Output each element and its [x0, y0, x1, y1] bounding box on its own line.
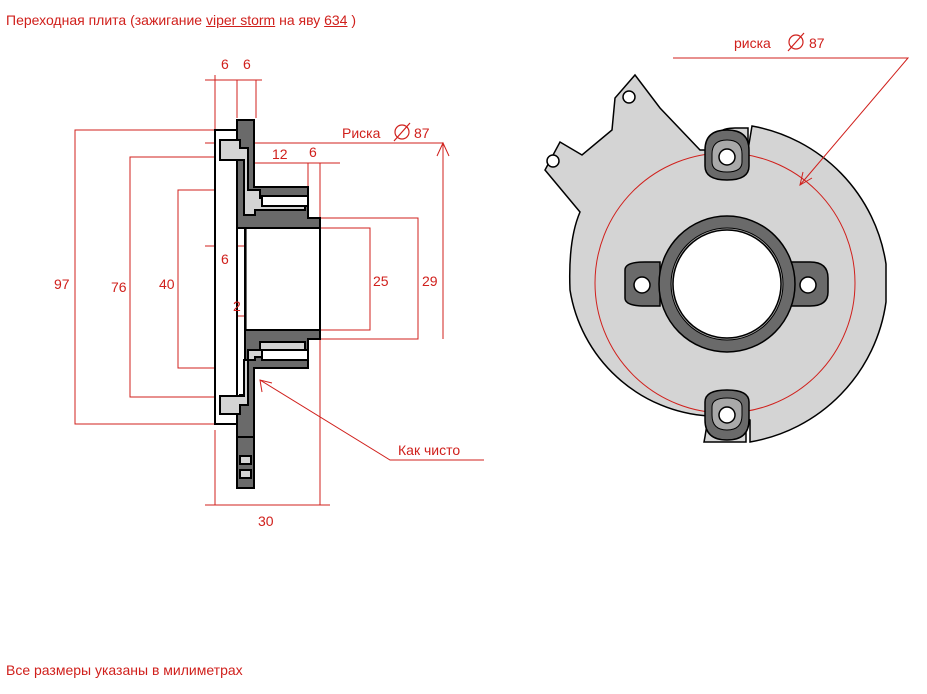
- dim-30: 30: [258, 513, 274, 529]
- page-title: Переходная плита (зажигание viper storm …: [6, 12, 356, 28]
- title-suffix: ): [347, 12, 357, 28]
- title-prefix: Переходная плита (зажигание: [6, 12, 206, 28]
- ear-hole-left: [546, 154, 560, 168]
- upper-slot: [261, 195, 309, 207]
- dim-97: 97: [54, 276, 70, 292]
- dim-top-left: 6: [221, 56, 229, 72]
- title-model: 634: [324, 12, 348, 28]
- dim-6-right: 6: [309, 144, 317, 160]
- part-section: [214, 119, 321, 489]
- diameter-icon: [393, 122, 411, 142]
- bottom-stub-slot-a: [239, 455, 252, 465]
- footer-note: Все размеры указаны в милиметрах: [6, 662, 243, 678]
- lower-slot: [261, 349, 309, 361]
- left-mount-ear: [624, 261, 661, 307]
- hub-bore: [672, 229, 782, 339]
- top-bolt-boss: [704, 129, 750, 181]
- dim-6-mid: 6: [221, 251, 229, 267]
- bottom-stub-slot-b: [239, 469, 252, 479]
- dim-40: 40: [159, 276, 175, 292]
- plan-view: риска 87: [544, 32, 910, 443]
- left-strip: [214, 129, 238, 425]
- dim-29: 29: [422, 273, 438, 289]
- title-brand: viper storm: [205, 12, 276, 28]
- risk-label-section: Риска: [342, 125, 381, 141]
- risk-value-plan: 87: [809, 35, 825, 51]
- clean-label: Как чисто: [398, 442, 460, 458]
- dim-top-right: 6: [243, 56, 251, 72]
- dim-2: 2: [233, 298, 241, 314]
- bottom-bolt-boss: [704, 389, 750, 441]
- risk-value-section: 87: [414, 125, 430, 141]
- right-mount-ear: [789, 261, 829, 307]
- risk-label-plan: риска: [734, 35, 771, 51]
- section-view: 6 6 12 6 6 2 97 76 40 25 29 30 Риска 87 …: [54, 56, 484, 529]
- title-middle: на яву: [275, 12, 325, 28]
- lower-pocket: [219, 341, 306, 415]
- dim-25: 25: [373, 273, 389, 289]
- risk-leader: [673, 57, 910, 187]
- dim-12: 12: [272, 146, 288, 162]
- dim-76: 76: [111, 279, 127, 295]
- diameter-icon-plan: [787, 32, 805, 52]
- ear-hole-top: [622, 90, 636, 104]
